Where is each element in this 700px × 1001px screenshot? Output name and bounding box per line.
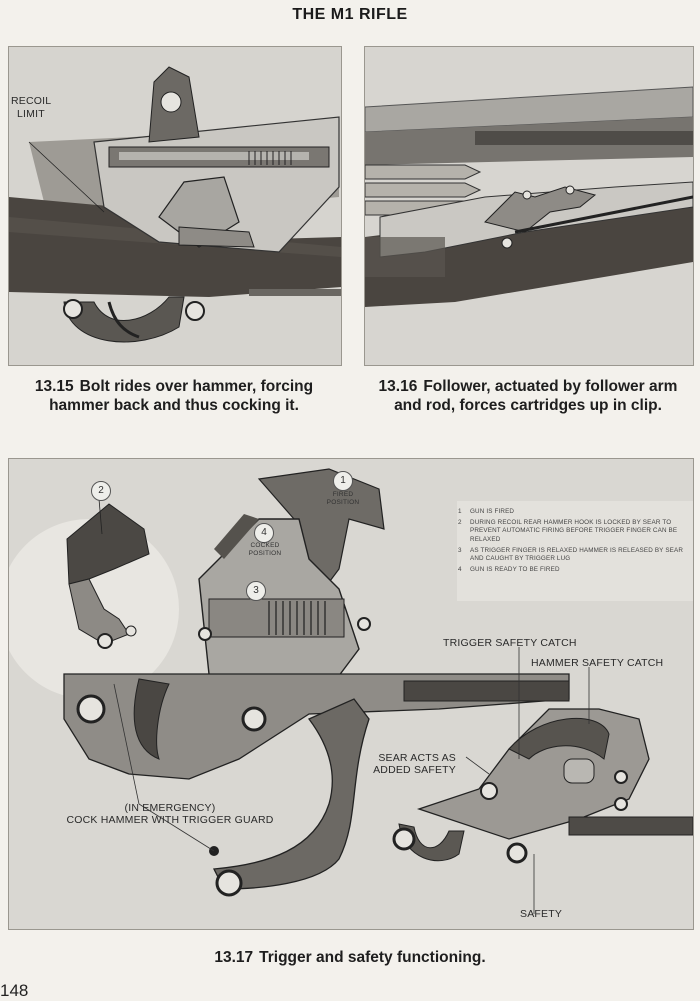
trigger-safety-catch-label: TRIGGER SAFETY CATCH	[443, 637, 577, 649]
recoil-limit-label: RECOIL	[11, 95, 52, 107]
figure-13-16-illustration	[364, 46, 694, 366]
bolt-over-hammer-drawing	[9, 47, 341, 365]
figure-13-17-caption: 13.17 Trigger and safety functioning.	[8, 948, 692, 967]
trigger-safety-drawing	[9, 459, 693, 929]
fired-position-label: FIRED POSITION	[326, 491, 360, 506]
running-head: THE M1 RIFLE	[292, 6, 408, 23]
callout-tag-1: 1	[333, 471, 353, 491]
caption-line-1: Bolt rides over hammer, forcing	[79, 378, 314, 395]
figure-13-17-illustration: 1 FIRED POSITION 2 4 COCKED POSITION 3	[8, 458, 694, 930]
caption-line-2: hammer back and thus cocking it.	[49, 397, 299, 414]
figure-number: 13.15	[34, 378, 74, 395]
safety-label: SAFETY	[520, 908, 563, 920]
callout-tag-3: 3	[246, 581, 266, 601]
figure-13-15-illustration: RECOIL LIMIT	[8, 46, 342, 366]
figure-number: 13.16	[378, 378, 418, 395]
figure-number: 13.17	[214, 949, 254, 966]
callout-tag-4: 4	[254, 523, 274, 543]
follower-cartridges-drawing	[365, 47, 693, 365]
sear-added-safety-label: SEAR ACTS AS ADDED SAFETY	[373, 752, 456, 776]
caption-text: Trigger and safety functioning.	[259, 949, 486, 966]
caption-line-1: Follower, actuated by follower arm	[423, 378, 678, 395]
page-number: 148	[0, 981, 29, 1000]
figure-13-15-caption: 13.15 Bolt rides over hammer, forcing ham…	[8, 377, 340, 415]
caption-line-2: and rod, forces cartridges up in clip.	[394, 397, 662, 414]
recoil-limit-label-line2: LIMIT	[17, 108, 45, 120]
emergency-cock-label: (IN EMERGENCY) COCK HAMMER WITH TRIGGER …	[66, 802, 274, 826]
cocked-position-label: COCKED POSITION	[248, 542, 282, 557]
hammer-safety-catch-label: HAMMER SAFETY CATCH	[531, 657, 664, 669]
callout-tag-2: 2	[91, 481, 111, 501]
